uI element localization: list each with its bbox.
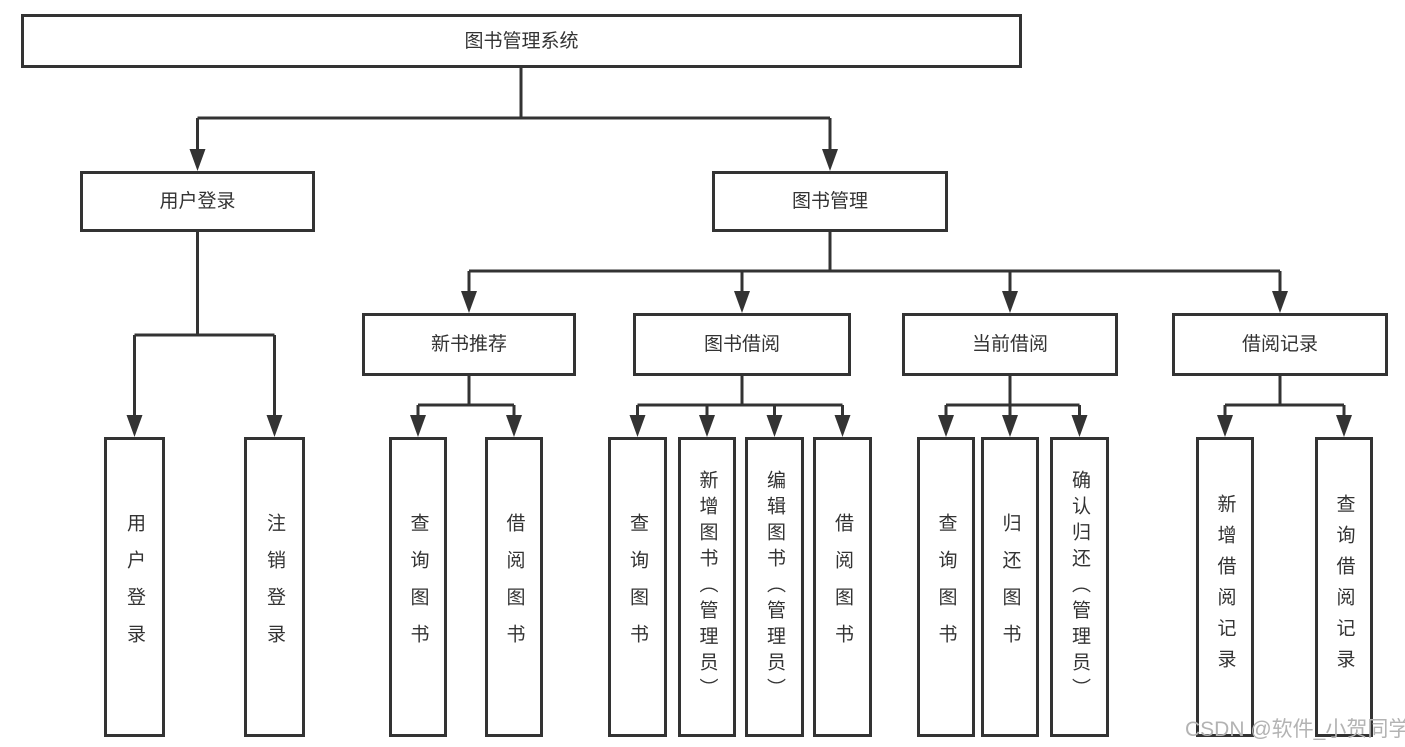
node-label: 借阅图书 bbox=[503, 513, 525, 661]
node-label: 借阅图书 bbox=[832, 513, 853, 661]
node-book-management: 图书管理 bbox=[712, 171, 948, 232]
leaf-borrow-add-books-admin: 新增图书（管理员） bbox=[678, 437, 736, 737]
connector-userlogin-to-leaves bbox=[133, 232, 276, 424]
node-label: 查询图书 bbox=[935, 513, 957, 661]
leaf-borrow-borrow-books: 借阅图书 bbox=[813, 437, 872, 737]
connector-root-to-level2 bbox=[196, 68, 832, 158]
arrow-down-icon bbox=[1336, 415, 1352, 437]
leaf-records-query: 查询借阅记录 bbox=[1315, 437, 1373, 737]
node-label: 图书借阅 bbox=[703, 334, 780, 355]
arrow-down-icon bbox=[189, 149, 206, 171]
arrow-down-icon bbox=[410, 415, 426, 437]
arrow-down-icon bbox=[822, 149, 838, 171]
node-label: 借阅记录 bbox=[1241, 334, 1318, 355]
leaf-newbook-borrow-books: 借阅图书 bbox=[485, 437, 543, 737]
node-label: 图书管理系统 bbox=[464, 30, 579, 52]
node-label: 用户登录 bbox=[124, 513, 145, 661]
arrow-down-icon bbox=[266, 415, 283, 437]
connector-bookmgmt-to-level3 bbox=[467, 232, 1282, 300]
node-label: 用户登录 bbox=[159, 191, 236, 212]
node-root: 图书管理系统 bbox=[21, 14, 1022, 68]
node-label: 图书管理 bbox=[791, 191, 868, 212]
arrow-down-icon bbox=[1002, 415, 1018, 437]
node-borrow-records: 借阅记录 bbox=[1172, 313, 1388, 376]
node-label: 新增借阅记录 bbox=[1214, 494, 1236, 680]
node-current-borrow: 当前借阅 bbox=[902, 313, 1118, 376]
node-new-book-recommend: 新书推荐 bbox=[362, 313, 576, 376]
leaf-records-add: 新增借阅记录 bbox=[1196, 437, 1254, 737]
node-label: 查询图书 bbox=[407, 513, 429, 661]
arrow-down-icon bbox=[834, 415, 851, 437]
arrow-down-icon bbox=[1071, 415, 1088, 437]
node-label: 确认归还（管理员） bbox=[1069, 470, 1090, 704]
connector-bookborrow-to-leaves bbox=[636, 376, 844, 424]
leaf-logout: 注销登录 bbox=[244, 437, 305, 737]
node-label: 新书推荐 bbox=[430, 334, 507, 355]
node-user-login: 用户登录 bbox=[80, 171, 315, 232]
leaf-borrow-query-books: 查询图书 bbox=[608, 437, 667, 737]
leaf-borrow-edit-books-admin: 编辑图书（管理员） bbox=[745, 437, 804, 737]
leaf-current-query-books: 查询图书 bbox=[917, 437, 975, 737]
leaf-user-login: 用户登录 bbox=[104, 437, 165, 737]
arrow-down-icon bbox=[1272, 291, 1288, 313]
node-label: 查询借阅记录 bbox=[1333, 494, 1355, 680]
leaf-newbook-query-books: 查询图书 bbox=[389, 437, 447, 737]
connector-currentborrow-to-leaves bbox=[944, 376, 1081, 424]
arrow-down-icon bbox=[1217, 415, 1233, 437]
connector-records-to-leaves bbox=[1223, 376, 1346, 424]
arrow-down-icon bbox=[938, 415, 954, 437]
arrow-down-icon bbox=[766, 415, 783, 437]
arrow-down-icon bbox=[126, 415, 143, 437]
arrowheads bbox=[126, 149, 1352, 437]
arrow-down-icon bbox=[699, 415, 715, 437]
connector-newbook-to-leaves bbox=[416, 376, 516, 424]
arrow-down-icon bbox=[734, 291, 750, 313]
leaf-current-return-books: 归还图书 bbox=[981, 437, 1039, 737]
node-label: 注销登录 bbox=[264, 513, 285, 661]
arrow-down-icon bbox=[1002, 291, 1018, 313]
node-label: 新增图书（管理员） bbox=[696, 470, 718, 704]
csdn-watermark: CSDN @软件_小贺同学 bbox=[1185, 718, 1405, 741]
arrow-down-icon bbox=[629, 415, 646, 437]
node-book-borrow: 图书借阅 bbox=[633, 313, 851, 376]
node-label: 归还图书 bbox=[999, 513, 1021, 661]
node-label: 当前借阅 bbox=[971, 334, 1048, 355]
arrow-down-icon bbox=[506, 415, 522, 437]
leaf-current-confirm-return-admin: 确认归还（管理员） bbox=[1050, 437, 1109, 737]
node-label: 编辑图书（管理员） bbox=[764, 470, 785, 704]
arrow-down-icon bbox=[461, 291, 477, 313]
node-label: 查询图书 bbox=[627, 513, 648, 661]
